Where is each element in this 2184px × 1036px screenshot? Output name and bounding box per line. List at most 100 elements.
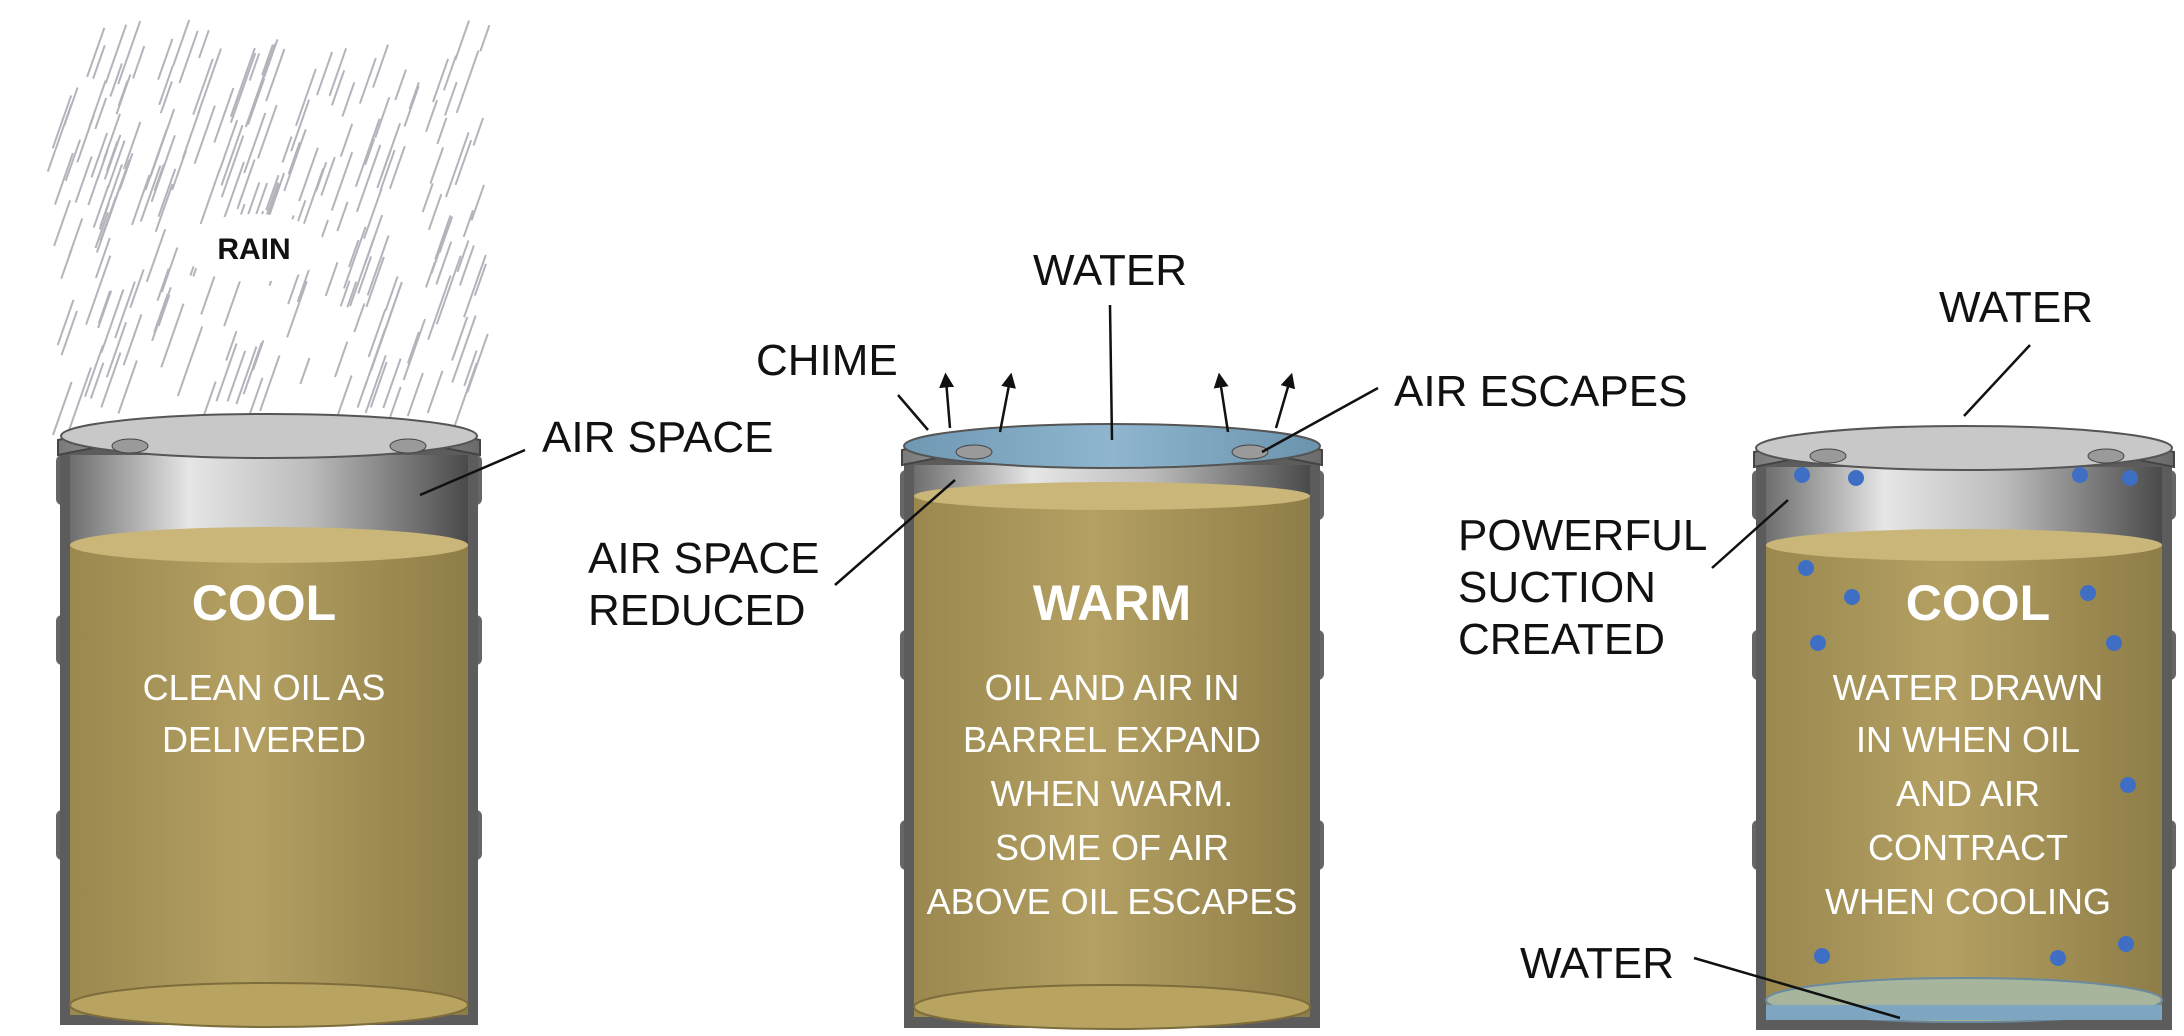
rain-streak <box>265 174 280 211</box>
rain-streak <box>367 309 387 358</box>
water-drop <box>2072 467 2088 483</box>
water-drop <box>1810 635 1826 651</box>
rain-streak <box>451 316 469 361</box>
rain-streak <box>225 330 238 361</box>
bung <box>955 444 993 460</box>
rain-streak <box>247 77 266 126</box>
rain-streak <box>366 235 390 296</box>
oil-fill <box>1766 545 2162 1015</box>
rain-streak <box>355 144 382 213</box>
rain-streak <box>87 174 100 206</box>
barrel-heading: COOL <box>192 575 336 631</box>
rain-streak <box>64 139 82 182</box>
rain-streak <box>343 226 367 289</box>
rain-streak <box>429 147 445 184</box>
rain-streak <box>97 290 113 329</box>
rain-streak <box>103 134 122 180</box>
barrel-bottom <box>913 984 1311 1030</box>
rain-streak <box>84 344 104 398</box>
rain-streak <box>104 24 128 84</box>
rain-streak <box>89 362 105 399</box>
water-drop <box>2080 585 2096 601</box>
rain-streak <box>157 168 177 218</box>
callout-air-space-reduced: AIR SPACE <box>588 534 819 583</box>
callout-air-space: AIR SPACE <box>542 413 773 462</box>
rain-streak <box>193 105 216 165</box>
rain-streak <box>402 318 426 381</box>
rain-streak <box>229 52 257 124</box>
rain-streak <box>229 47 256 118</box>
barrel-text-line: WATER DRAWN <box>1833 667 2104 708</box>
rain-streak <box>265 48 286 102</box>
rain-streak <box>299 357 311 385</box>
rain-streak <box>176 326 204 397</box>
rain-streak <box>86 27 106 78</box>
callout-air-space-reduced-line2: REDUCED <box>588 586 806 635</box>
rain-streak <box>286 280 308 338</box>
rain-streak <box>105 321 128 378</box>
water-drop <box>2118 936 2134 952</box>
rain-streak <box>150 134 176 203</box>
barrel-text-line: WHEN WARM. <box>991 773 1234 814</box>
rain-streak <box>341 82 356 117</box>
rain-streak <box>94 97 108 130</box>
water-drop <box>1798 560 1814 576</box>
rain-streak <box>455 50 480 114</box>
rain-streak <box>421 182 434 213</box>
barrel-bottom <box>69 982 469 1028</box>
rain-streak <box>298 147 319 202</box>
rain-streak <box>324 261 339 297</box>
water-drop <box>1848 470 1864 486</box>
callout-water-top: WATER <box>1939 283 2093 332</box>
rain-streak <box>178 30 199 84</box>
rain-streak <box>52 381 73 436</box>
air-escape-arrow <box>1274 372 1296 429</box>
rain-streak <box>131 174 151 226</box>
rain-streak <box>156 268 170 302</box>
rain-streak <box>403 85 420 127</box>
rain-streak <box>330 69 346 106</box>
water-drop <box>1794 467 1810 483</box>
barrel-text-line: ABOVE OIL ESCAPES <box>927 881 1298 922</box>
rain-streak <box>226 350 247 402</box>
rain-streak <box>427 275 452 341</box>
rain-streak <box>462 209 474 238</box>
air-escape-arrow <box>939 372 955 429</box>
oil-fill <box>914 495 1310 1017</box>
rain-streak <box>243 112 267 174</box>
rain-streak <box>132 45 146 79</box>
rain-streak <box>454 20 470 61</box>
rain-streak <box>365 256 385 308</box>
rain-streak <box>339 280 351 307</box>
rain-streak <box>74 156 93 203</box>
rain-streak <box>451 315 477 383</box>
rain-streak <box>408 82 420 110</box>
rain-streak <box>160 303 185 368</box>
rain-streak <box>261 44 274 76</box>
rain-streak <box>444 81 458 116</box>
rain-streak <box>92 185 110 228</box>
rain-streak <box>213 87 235 143</box>
rain-streak <box>435 255 462 325</box>
rain-streak <box>106 140 126 189</box>
bung <box>1231 444 1269 460</box>
oil-surface <box>70 527 468 563</box>
barrel-cool-contaminated: COOL WATER DRAWN IN WHEN OIL AND AIR CON… <box>1752 425 2176 1030</box>
rain-streak <box>160 247 179 293</box>
rain-streak <box>374 96 391 139</box>
rain-streak <box>56 299 75 346</box>
rain-streak <box>151 286 172 342</box>
rain-streak <box>364 138 376 166</box>
rain-streak <box>259 43 277 86</box>
rain-streak <box>192 58 214 116</box>
rain-streak <box>100 289 125 354</box>
callout-chime: CHIME <box>756 336 898 385</box>
rain-streak <box>357 256 373 294</box>
water-drop <box>2122 470 2138 486</box>
rain-streak <box>46 103 73 172</box>
rain-streak <box>114 281 136 339</box>
rain-streak <box>354 118 381 188</box>
rain-streak <box>472 117 485 146</box>
rain-streak <box>199 169 221 225</box>
